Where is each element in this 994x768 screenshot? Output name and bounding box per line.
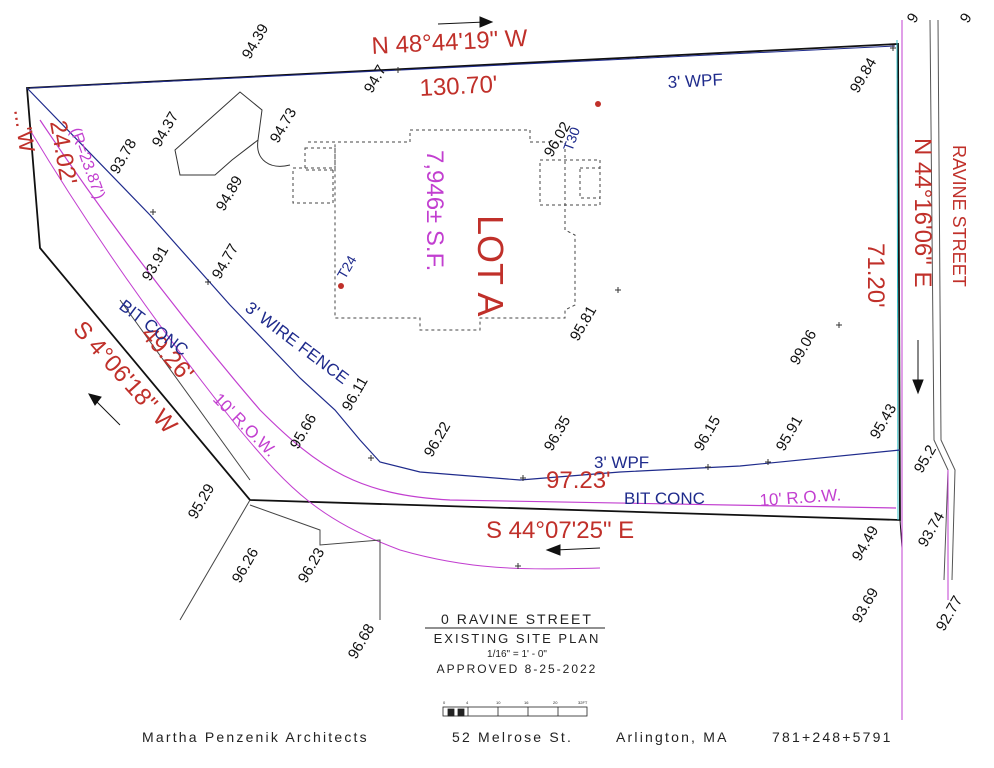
elevation-label: 94.73 [267,105,300,146]
driveway-edge-c [119,299,251,481]
elevation-label: 99.84 [847,55,880,96]
building-bay-right [539,159,601,206]
row-curve-inner [29,129,601,570]
scale-tick-label: 4 [466,700,469,705]
lot-label: LOT A 7,946± S.F. RAVINE STREET [421,145,969,316]
wpf-top-label: 3' WPF [667,70,723,92]
lot-boundary [26,43,901,521]
row-left-label: 10' R.O.W. [209,389,280,460]
spot-elevations: 94.39 94.37 94.73 93.78 94.89 94.7 99.84… [107,10,976,662]
footer: Martha Penzenik Architects 52 Melrose St… [142,729,893,745]
plan-address: 0 RAVINE STREET [441,611,593,627]
plan-approved: APPROVED 8-25-2022 [437,662,598,676]
elevation-label: 95.29 [185,481,218,522]
elevation-label: 92.77 [933,593,966,634]
elevation-label: 94.89 [213,173,246,214]
direction-arrows [88,16,924,556]
scale-tick-label: 10 [496,700,501,705]
tree-t24-marker [338,283,344,289]
elevation-label: 94.39 [239,21,272,62]
plan-name: EXISTING SITE PLAN [434,631,601,646]
edge-mark: 9 [904,10,923,26]
distance-north: 130.70' [419,71,498,102]
bearing-south: S 44°07'25" E [486,517,634,544]
building-bay-right-b [579,167,601,199]
elevation-label: 95.91 [773,413,806,454]
tree-t30-label: T30 [560,125,583,153]
elevation-label: 95.43 [867,401,900,442]
street-line-cyan [896,39,899,521]
scale-tick-label: 0 [443,700,446,705]
elevation-label: 99.06 [787,327,820,368]
building-outline [308,129,576,331]
distance-east: 71.20' [862,243,889,308]
building-bay-left-b [304,147,336,171]
building-bay-left [292,167,334,204]
scale-tick-label: 16 [524,700,529,705]
elevation-label: 95.81 [567,303,600,344]
elevation-label: 93.69 [849,585,882,626]
elevation-label: 95.66 [287,411,320,452]
footer-firm: Martha Penzenik Architects [142,729,369,745]
wire-fence-line [26,87,901,481]
driveway-edge-b [179,499,251,621]
elevation-label: 94.49 [849,523,882,564]
street-curb-b [937,19,956,581]
scale-bar [442,706,588,717]
elevation-label: 94.7 [361,62,390,96]
elevation-label: 94.37 [149,109,182,150]
footer-address: 52 Melrose St. [452,729,573,745]
elevation-label: 96.15 [691,413,724,454]
lot-name: LOT A [470,215,511,316]
row-curve-left [39,119,897,509]
distance-south: 97.23' [546,467,611,494]
feature-labels: 3' WPF 3' WPF 3' WIRE FENCE BIT CONC BIT… [66,70,841,510]
elevation-label: 96.23 [295,545,328,586]
street-name: RAVINE STREET [949,145,969,287]
lot-area: 7,946± S.F. [421,150,448,271]
elevation-label: 94.77 [209,241,242,282]
elevation-label: 93.74 [915,509,948,550]
tree-t30-marker [595,101,601,107]
plan-scale: 1/16" = 1' - 0" [487,649,547,660]
elevation-label: 96.35 [541,413,574,454]
wpf-top-line [29,45,896,89]
wpf-bottom-label: 3' WPF [594,453,649,472]
driveway-edge [249,504,381,620]
bearing-east: N 44°16'06" E [909,138,936,287]
bit-conc-bottom-label: BIT CONC [624,489,705,508]
planting-bed [174,91,263,176]
bearing-west-partial: ...'W [9,107,40,154]
scale-tick-label: 32FT [578,700,588,705]
tree-t24-label: T24 [334,252,360,281]
elevation-label: 96.68 [345,621,378,662]
linework [26,16,956,720]
elevation-label: 93.78 [107,136,140,177]
bearing-north: N 48°44'19" W [371,25,529,60]
edge-mark: 9 [957,10,976,26]
planting-bed-curve [257,139,291,167]
elevation-label: 96.22 [421,419,454,460]
footer-phone: 781+248+5791 [772,729,893,745]
footer-city: Arlington, MA [616,729,729,745]
elevation-label: 96.26 [229,545,262,586]
elevation-label: 93.91 [139,243,172,284]
survey-ticks [150,45,896,569]
street-curb-a [929,19,949,581]
title-block: 0 RAVINE STREET EXISTING SITE PLAN 1/16"… [425,611,605,717]
scale-tick-label: 20 [553,700,558,705]
elevation-label: 95.2 [911,442,940,476]
